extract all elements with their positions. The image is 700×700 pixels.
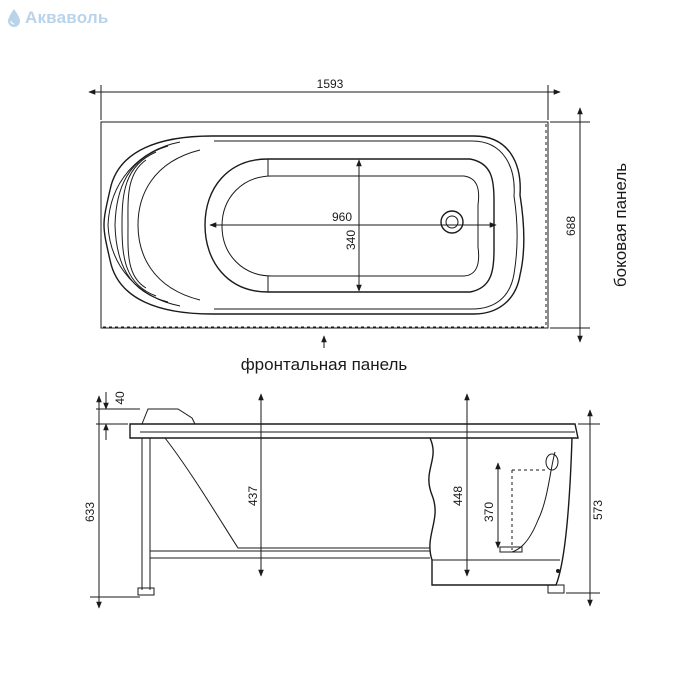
dim-rim: 40 — [113, 391, 127, 405]
top-outer-rim — [100, 121, 549, 329]
water-drop-icon — [8, 9, 20, 27]
front-panel-label: фронтальная панель — [241, 355, 408, 374]
side-panel-label: боковая панель — [611, 163, 630, 287]
front-panel-cut — [428, 437, 573, 586]
side-rim — [129, 423, 579, 439]
panel-screw — [556, 569, 560, 573]
inner-basin — [204, 158, 495, 293]
tub-slope — [164, 437, 430, 549]
dim-length: 1593 — [317, 77, 344, 91]
dim-panel-height: 573 — [591, 500, 605, 520]
drain-fitting — [499, 546, 523, 553]
dim-depth-b: 448 — [451, 486, 465, 506]
dim-width: 688 — [564, 216, 578, 236]
top-view: 1593 688 960 340 боковая панель фронталь… — [88, 77, 630, 374]
dim-inner-length: 960 — [332, 210, 352, 224]
drain-icon — [440, 210, 464, 234]
tub-outline-inner — [214, 140, 518, 310]
leg-right-foot — [547, 584, 565, 594]
logo-text: Акваволь — [25, 8, 109, 27]
dim-depth-a: 437 — [246, 486, 260, 506]
inner-basin-floor — [221, 175, 480, 277]
dim-drain: 370 — [482, 502, 496, 522]
overflow-icon — [545, 453, 559, 471]
dim-total-height: 633 — [83, 502, 97, 522]
side-inner-wall — [511, 451, 556, 553]
drain-inner — [445, 215, 459, 229]
leg-left-foot — [137, 587, 155, 596]
tub-outline — [103, 135, 525, 315]
headrest-ridges — [107, 141, 201, 307]
side-view: 40 633 437 448 370 573 — [83, 391, 605, 609]
side-headrest — [141, 408, 196, 425]
dim-inner-width: 340 — [344, 230, 358, 250]
logo: Акваволь — [6, 8, 109, 28]
